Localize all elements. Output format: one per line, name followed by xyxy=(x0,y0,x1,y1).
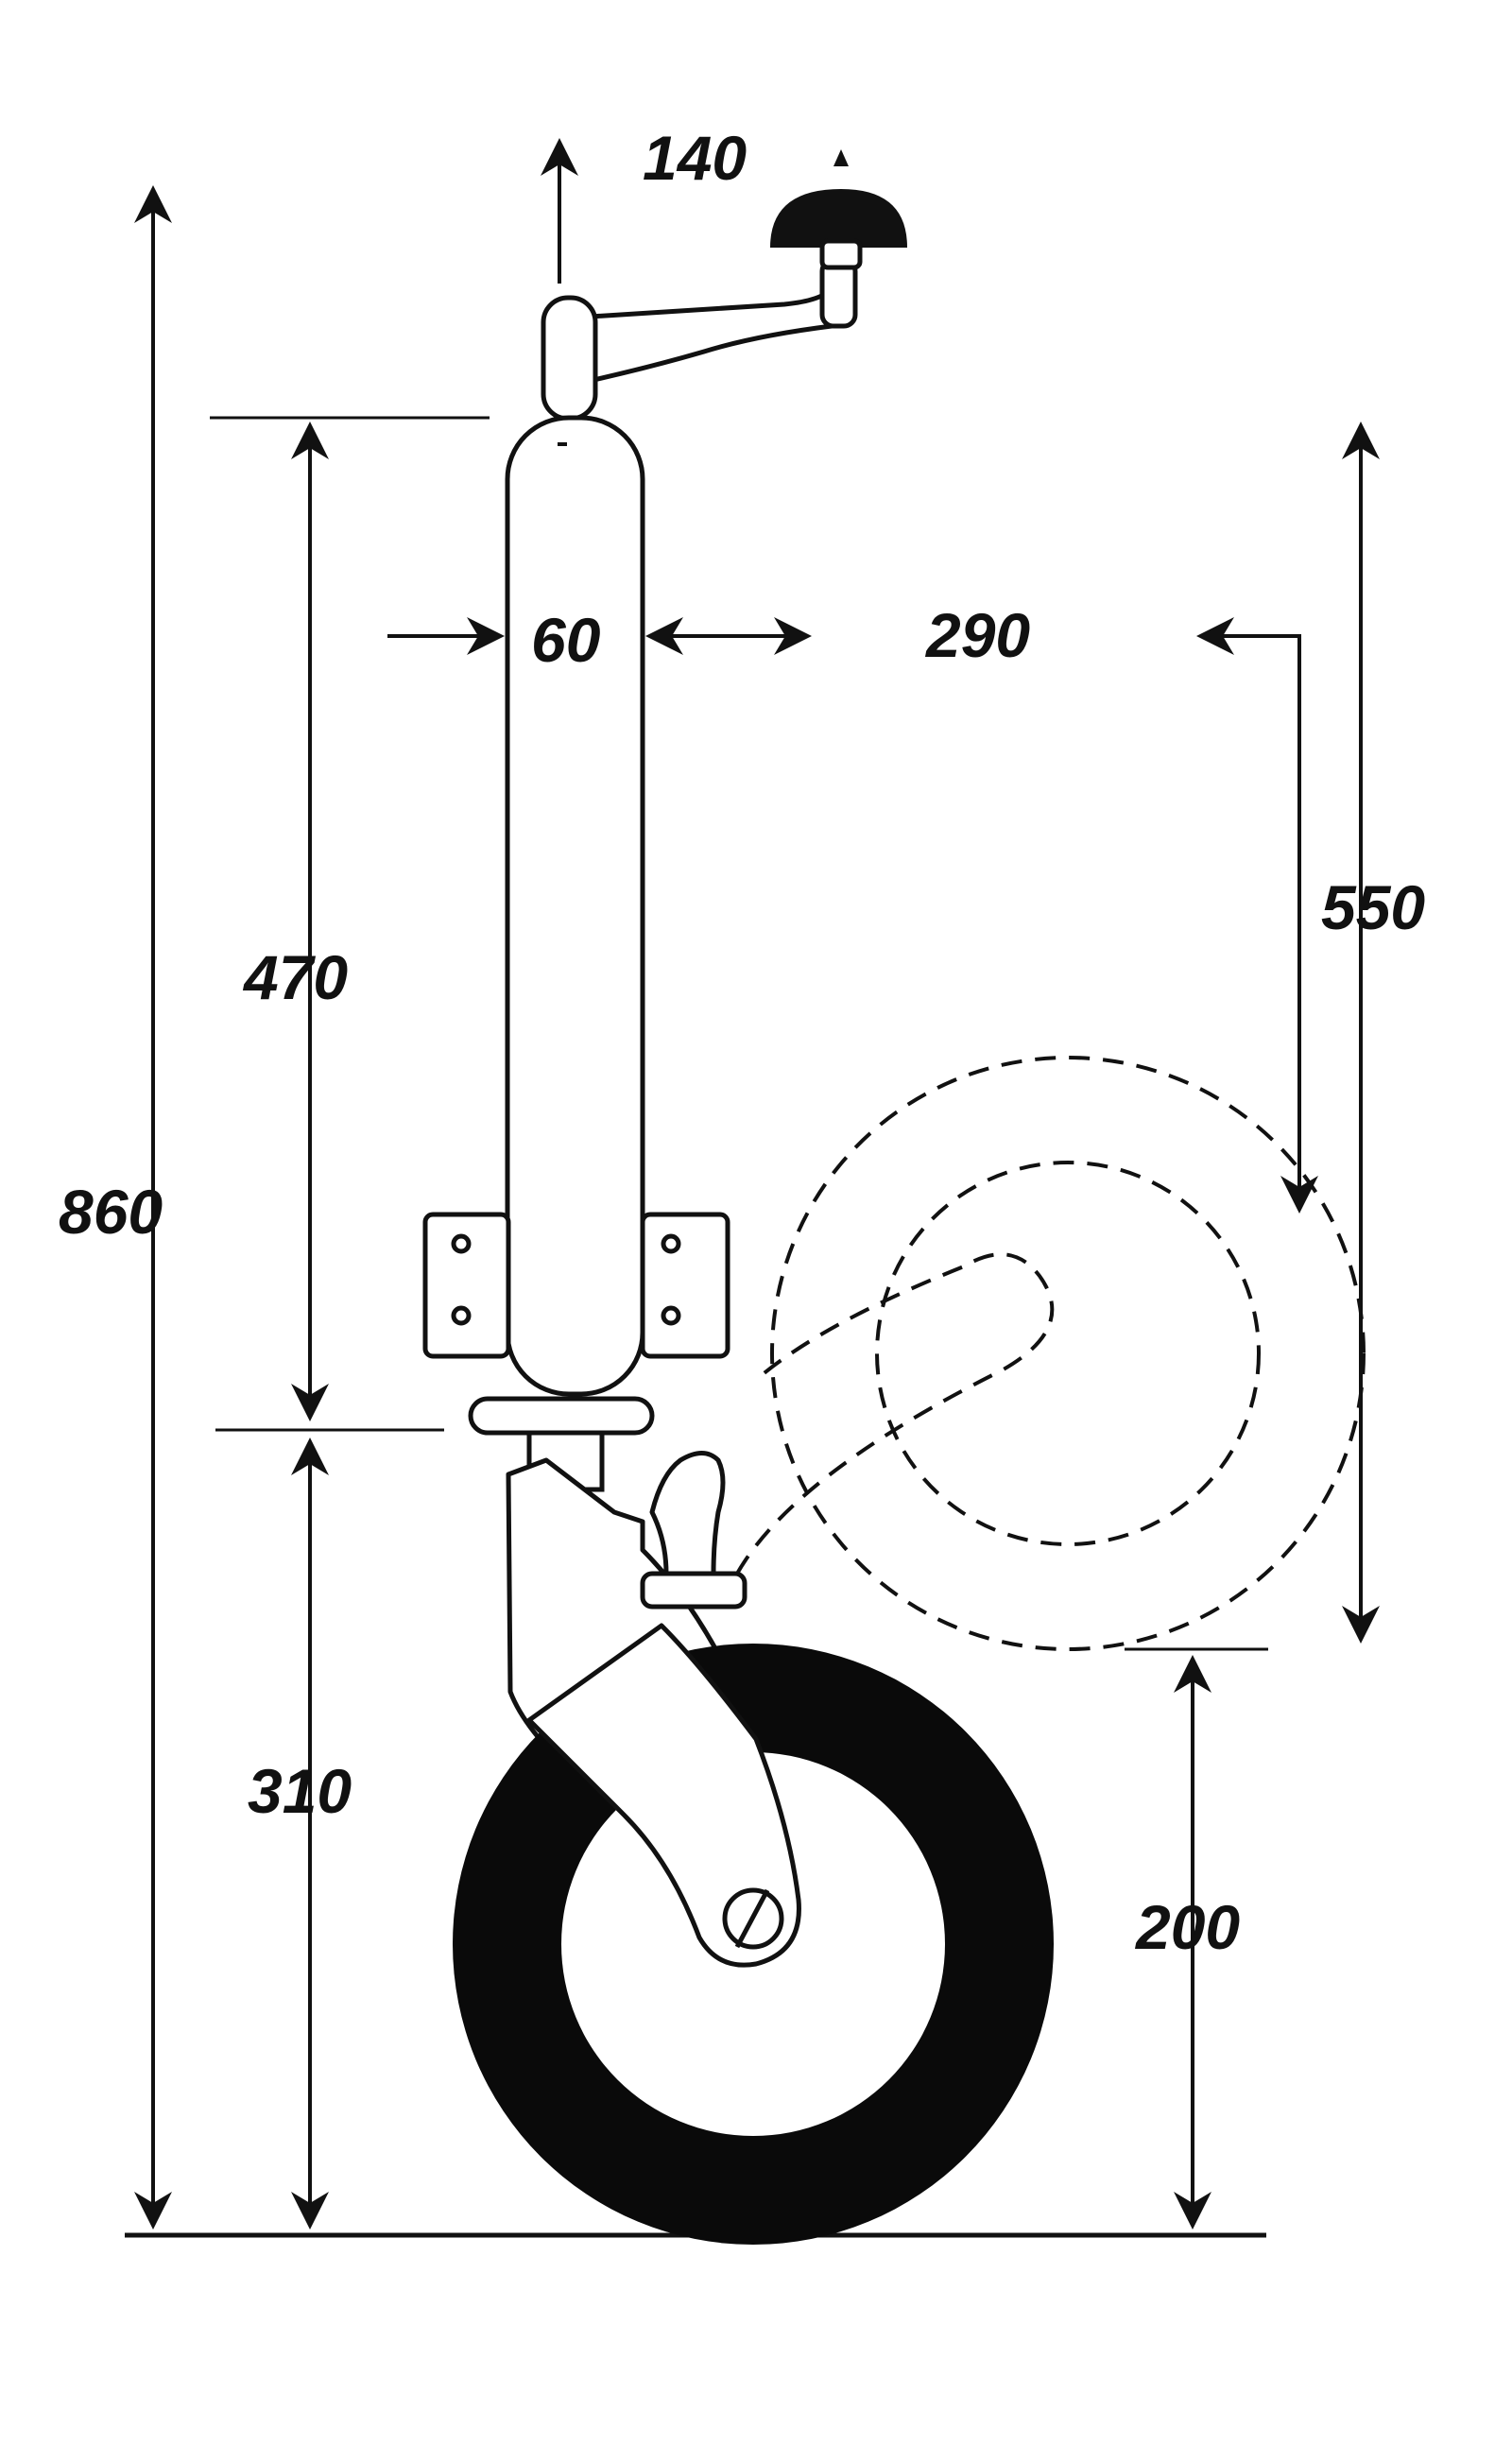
overall-height-label: 860 xyxy=(59,1177,163,1247)
clamp-to-top-label: 470 xyxy=(242,942,348,1012)
handle-reach-label: 290 xyxy=(924,600,1030,670)
stroke-travel-label: 550 xyxy=(1321,872,1425,942)
handle-reach-arrow xyxy=(1196,617,1318,1214)
extension-lines xyxy=(210,416,1268,1651)
raised-clearance-label: 200 xyxy=(1134,1892,1240,1962)
handle-knob-icon xyxy=(770,149,907,270)
handle-rise-label: 140 xyxy=(643,123,747,193)
tube-width-label: 60 xyxy=(531,605,601,675)
raised-wheel-outline xyxy=(735,1056,1366,1651)
dimension-arrows xyxy=(134,138,1380,2230)
clamp-to-ground-label: 310 xyxy=(248,1756,352,1826)
fork-front xyxy=(526,1623,801,1968)
